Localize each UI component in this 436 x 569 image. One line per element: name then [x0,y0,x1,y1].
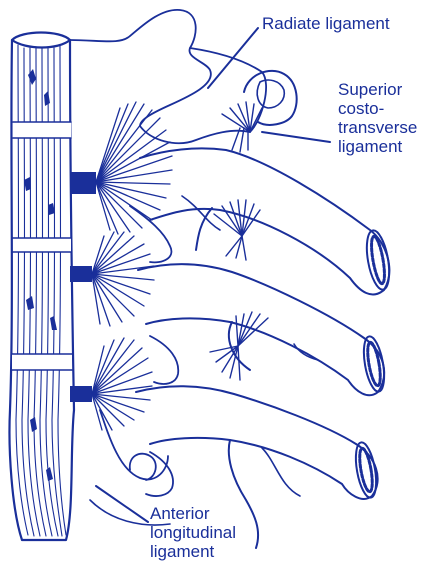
rib-2 [138,264,388,395]
leader-lines [96,28,330,522]
costotransverse-ligament-2 [214,200,260,260]
costotransverse-ligament-1 [222,102,262,152]
radiate-ligament-fan-1 [96,102,172,234]
label-radiate-ligament: Radiate ligament [262,14,390,33]
rib-1 [140,148,393,294]
vertebral-column [10,33,75,541]
radiate-ligament-fan-2 [92,232,154,326]
label-anterior-longitudinal-ligament: Anterior longitudinal ligament [150,504,236,561]
label-superior-costotransverse-ligament: Superior costo- transverse ligament [338,80,417,156]
radiate-ligament-fan-3 [92,338,152,430]
costotransverse-ligament-3 [210,312,268,380]
